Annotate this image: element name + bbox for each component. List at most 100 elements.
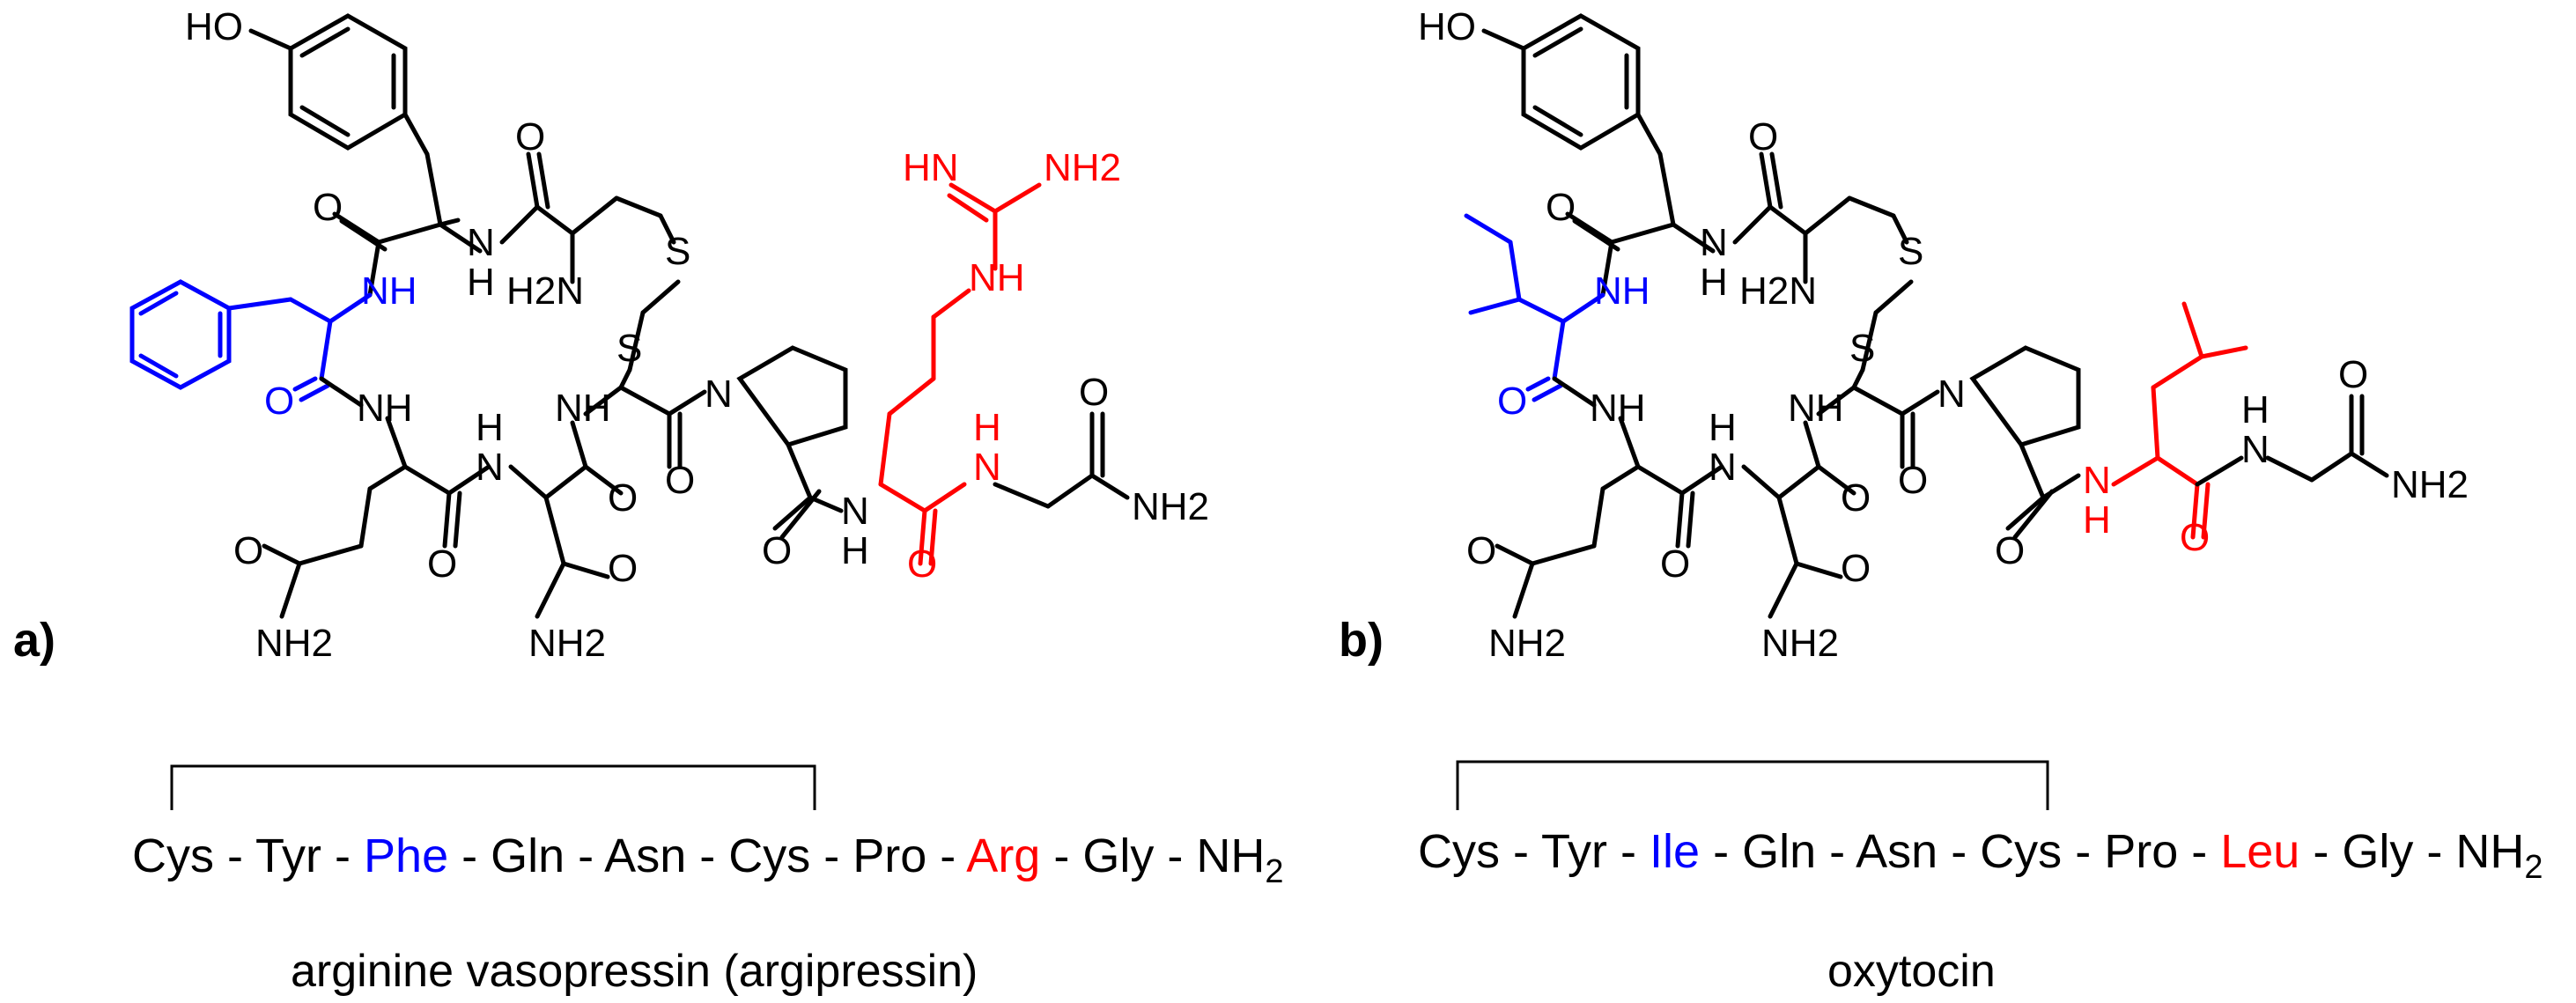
disulfide-bracket-a <box>170 764 816 810</box>
sequence-token: Asn <box>604 830 686 882</box>
guanidine-nh2-label: NH2 <box>1044 146 1121 189</box>
sequence-token: Gly <box>2342 825 2413 878</box>
carbonyl-o-label: O <box>313 186 343 229</box>
amide-n-label: N <box>2241 428 2270 471</box>
guanidine-nh-label: NH <box>969 256 1025 299</box>
panel-oxytocin <box>1464 13 2389 619</box>
sequence-token: Asn <box>1856 825 1938 878</box>
sequence-token: Tyr <box>1541 825 1607 878</box>
guanidine-hn-label: HN <box>903 146 959 189</box>
amide-nh-label: NH <box>1590 387 1646 430</box>
sequence-token: - <box>565 830 604 882</box>
amide-n-label: N <box>1700 221 1728 264</box>
carbonyl-o-label: O <box>2338 353 2368 396</box>
carbonyl-o-label: O <box>515 115 545 159</box>
sequence-token: - <box>926 830 966 882</box>
carbonyl-o-label: O <box>665 459 695 502</box>
subscript-token: 2 <box>1265 853 1283 890</box>
sequence-token: - <box>1154 830 1196 882</box>
proline-ring <box>1969 345 2081 540</box>
amide-h-label: H <box>1700 261 1728 304</box>
sequence-oxytocin: Cys - Tyr - Ile - Gln - Asn - Cys - Pro … <box>1418 825 2543 886</box>
amide-nh-label: NH <box>555 387 611 430</box>
sequence-token: - <box>448 830 491 882</box>
disulfide-bracket-b <box>1456 760 2049 810</box>
sequence-token: Pro <box>2104 825 2178 878</box>
amide-n-label: N <box>1709 446 1737 489</box>
sequence-token: Gln <box>491 830 565 882</box>
amide-n-label: N <box>841 490 869 533</box>
sequence-token: - <box>1938 825 1980 878</box>
sulfur-label: S <box>616 327 642 370</box>
sequence-token: - <box>1700 825 1742 878</box>
sequence-token: - <box>2062 825 2104 878</box>
amide-nh-label: NH <box>357 387 413 430</box>
sequence-token: - <box>1607 825 1650 878</box>
carbonyl-o-label: O <box>1660 542 1690 586</box>
proline-n-label: N <box>1938 372 1966 416</box>
amide-h-label: H <box>476 406 504 449</box>
sequence-token: Ile <box>1650 825 1700 878</box>
sequence-token: Tyr <box>255 830 321 882</box>
hydroxyl-label: HO <box>185 5 243 48</box>
carbonyl-o-label: O <box>1466 529 1496 572</box>
carbonyl-o-label: O <box>2180 516 2210 559</box>
sequence-token: - <box>810 830 853 882</box>
amide-nh-label: NH <box>1594 269 1650 313</box>
carbonyl-o-label: O <box>1748 115 1778 159</box>
sequence-token: Cys <box>1980 825 2062 878</box>
carbonyl-o-label: O <box>1995 529 2025 572</box>
amide-nh2-label: NH2 <box>1488 622 1566 665</box>
tyrosine-ring <box>248 13 443 227</box>
sequence-token: - <box>214 830 255 882</box>
caption-oxytocin: oxytocin <box>1827 946 1996 997</box>
backbone-lower <box>1495 367 1940 619</box>
h2n-label: H2N <box>1739 269 1817 313</box>
amide-nh2-label: NH2 <box>2391 463 2469 506</box>
sequence-token: NH <box>2455 825 2524 878</box>
amide-nh2-label: NH2 <box>1132 485 1209 528</box>
backbone-upper <box>332 151 681 372</box>
isoleucine-residue <box>1464 213 1605 402</box>
sequence-token: Gly <box>1082 830 1154 882</box>
amide-nh2-label: NH2 <box>528 622 606 665</box>
leucine-residue <box>2111 301 2248 540</box>
amide-n-label: N <box>2083 459 2111 502</box>
sequence-token: Phe <box>364 830 448 882</box>
sequence-token: Arg <box>966 830 1040 882</box>
sequence-token: Gln <box>1742 825 1816 878</box>
sequence-token: - <box>1500 825 1541 878</box>
arginine-residue <box>878 182 1042 566</box>
sequence-token: NH <box>1196 830 1265 882</box>
sequence-token: Cys <box>728 830 810 882</box>
amide-h-label: H <box>467 261 495 304</box>
tyrosine-ring <box>1481 13 1676 227</box>
carbonyl-o-label: O <box>1898 459 1928 502</box>
proline-n-label: N <box>705 372 733 416</box>
sequence-vasopressin: Cys - Tyr - Phe - Gln - Asn - Cys - Pro … <box>132 830 1283 890</box>
sulfur-label: S <box>1849 327 1875 370</box>
sulfur-label: S <box>1898 230 1923 273</box>
carbonyl-o-label: O <box>1079 371 1109 414</box>
glycinamide-tail <box>2195 394 2389 487</box>
caption-vasopressin: arginine vasopressin (argipressin) <box>291 946 978 997</box>
amide-h-label: H <box>973 406 1001 449</box>
sequence-token: - <box>686 830 728 882</box>
amide-nh2-label: NH2 <box>255 622 333 665</box>
amide-nh2-label: NH2 <box>1761 622 1839 665</box>
carbonyl-o-label: O <box>1497 380 1527 423</box>
panel-a-atom-labels: HO O O NH N H H2N S S O NH NH N O N H O … <box>185 5 1209 665</box>
sequence-token: - <box>2413 825 2455 878</box>
subscript-token: 2 <box>2524 849 2543 886</box>
h2n-label: H2N <box>506 269 584 313</box>
sequence-token: Cys <box>132 830 214 882</box>
carbonyl-o-label: O <box>264 380 294 423</box>
sequence-token: Pro <box>853 830 926 882</box>
sequence-token: Cys <box>1418 825 1500 878</box>
amide-nh-label: NH <box>1788 387 1844 430</box>
panel-a-label: a) <box>13 614 55 667</box>
carbonyl-o-label: O <box>762 529 792 572</box>
carbonyl-o-label: O <box>1841 547 1871 590</box>
amide-h-label: H <box>2083 498 2111 542</box>
amide-n-label: N <box>476 446 504 489</box>
